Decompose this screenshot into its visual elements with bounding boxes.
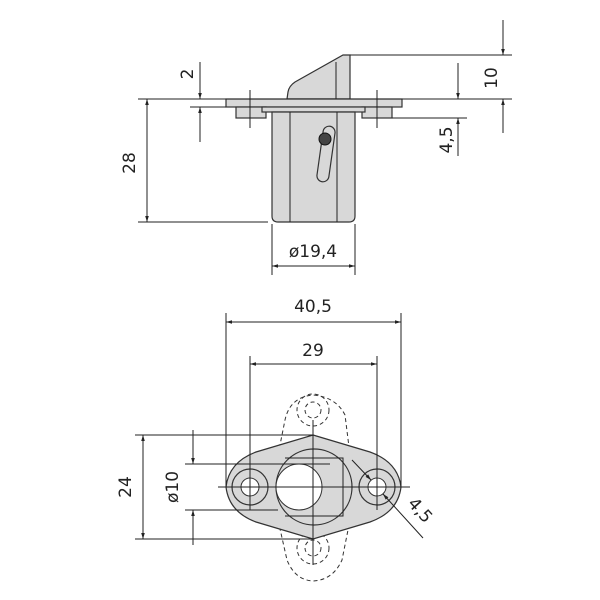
dim-body-height: 28 bbox=[120, 152, 140, 174]
pin bbox=[318, 132, 332, 146]
dim-bore-diameter: ø10 bbox=[163, 471, 183, 503]
angled-latch bbox=[286, 54, 351, 100]
inner-plate bbox=[261, 106, 366, 113]
side-view: 10 2 4,5 28 ø19,4 bbox=[120, 20, 512, 275]
dim-tab-depth: 4,5 bbox=[437, 126, 457, 153]
dim-top-height: 10 bbox=[482, 67, 502, 89]
dimension-line bbox=[351, 459, 372, 481]
rotated-hole bbox=[304, 401, 322, 419]
rotated-position-outline bbox=[277, 394, 351, 582]
dim-height: 24 bbox=[116, 476, 136, 498]
cylinder-body bbox=[271, 111, 356, 223]
flange bbox=[225, 98, 403, 108]
dimension-line bbox=[382, 493, 424, 539]
dim-flange-thickness: 2 bbox=[178, 69, 198, 80]
plan-view: 40,5 29 24 ø10 4,5 bbox=[116, 297, 436, 582]
dim-body-diameter: ø19,4 bbox=[289, 242, 337, 262]
dim-overall-width: 40,5 bbox=[294, 297, 332, 317]
dim-hole-spacing: 29 bbox=[302, 341, 324, 361]
